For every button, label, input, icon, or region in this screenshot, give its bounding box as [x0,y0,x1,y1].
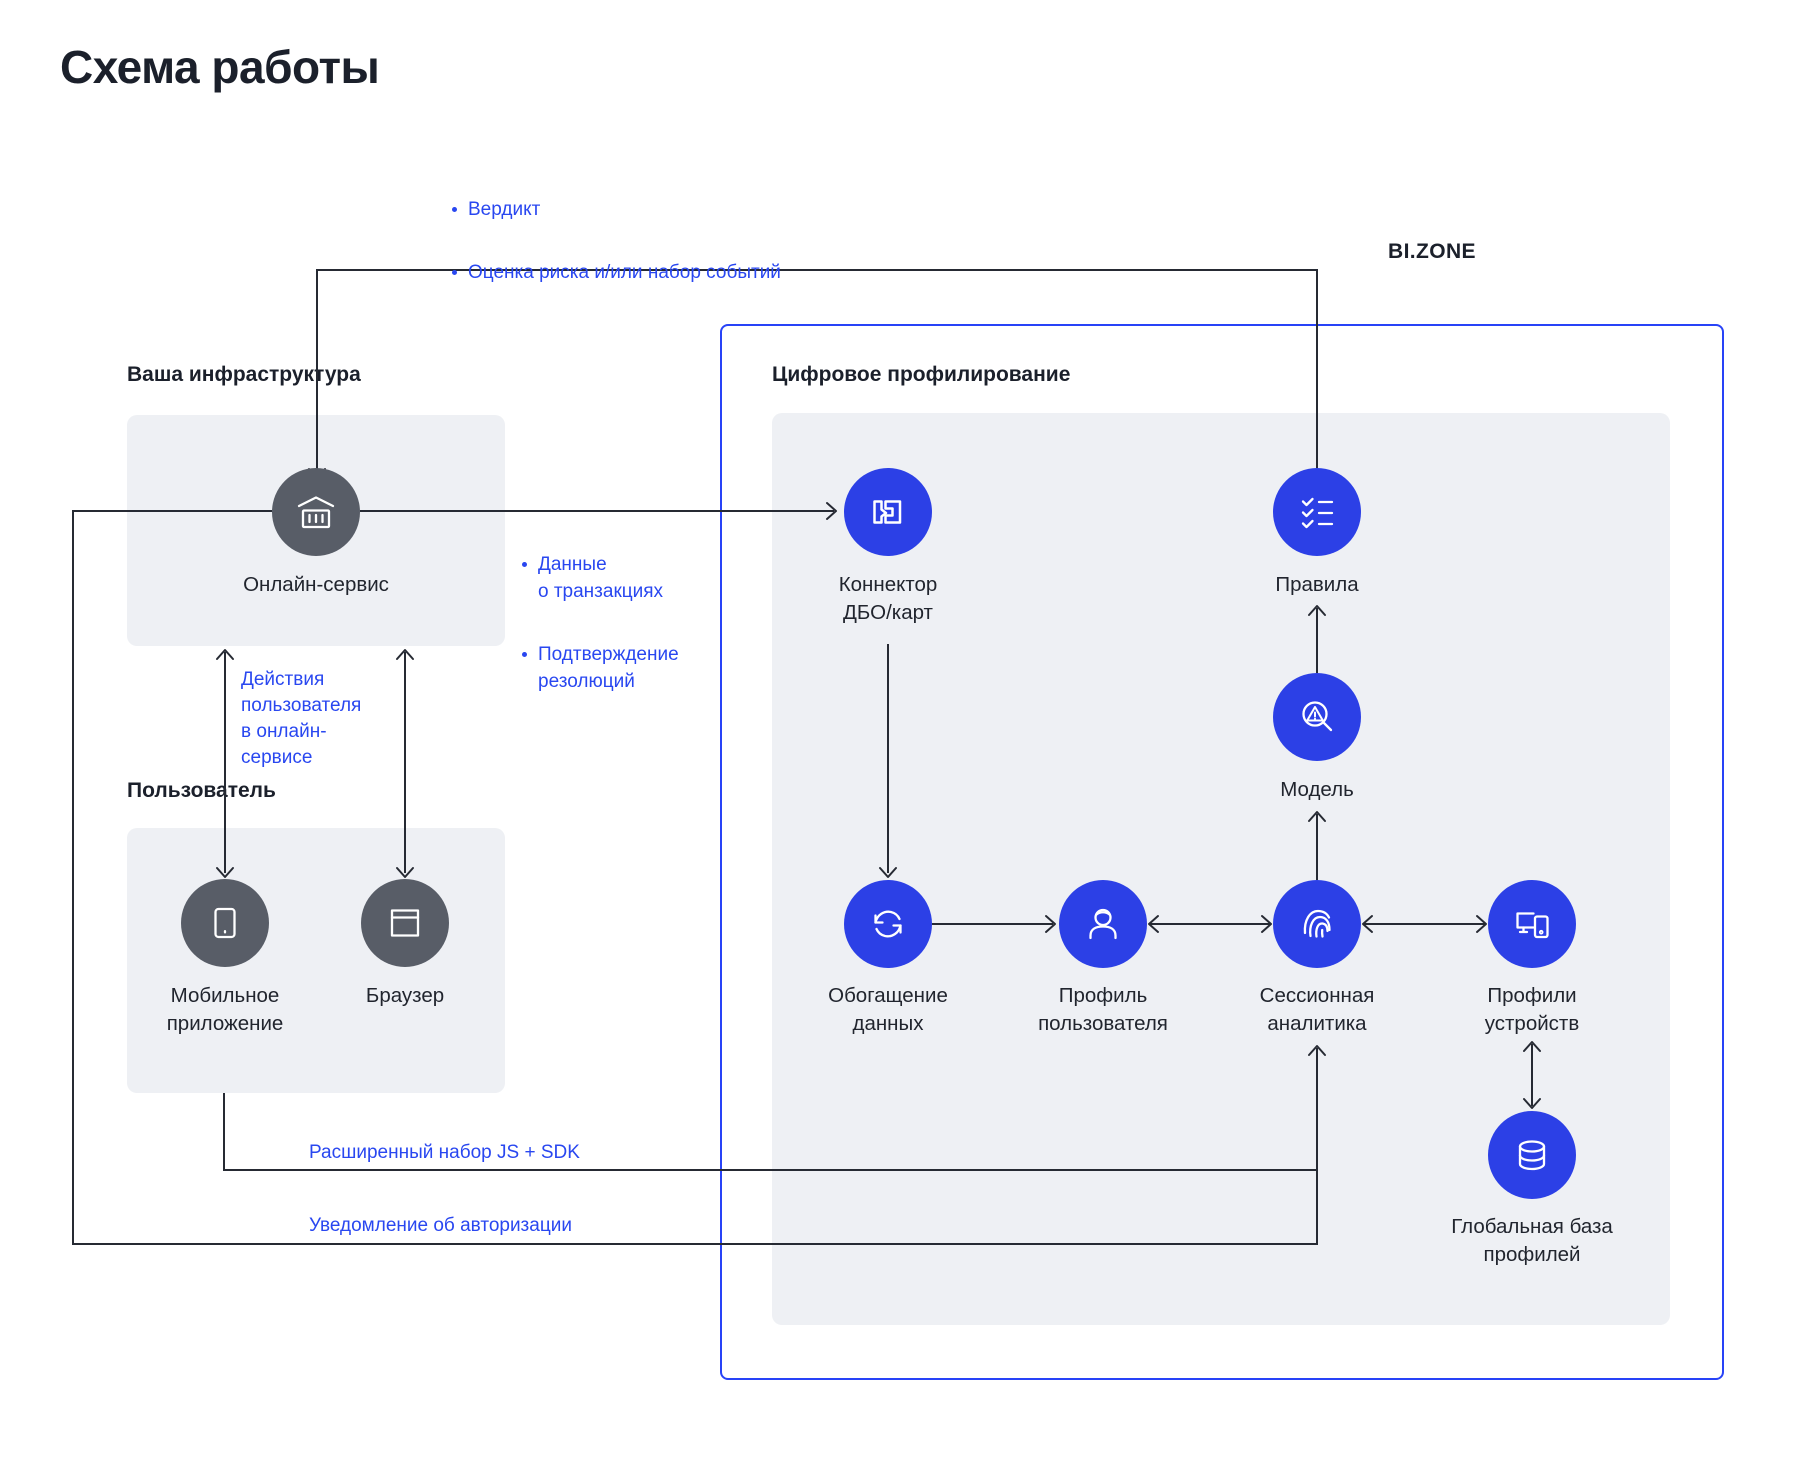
node-session-analytics [1273,880,1361,968]
devices-icon [1516,912,1549,939]
node-user-profile [1059,880,1147,968]
list-item: Подтверждение резолюций [522,641,679,695]
node-online-service-label: Онлайн-сервис [243,573,389,596]
node-rules [1273,468,1361,556]
profiling-border-box [720,324,1724,1380]
bullet-text: Оценка риска и/или набор событий [468,262,781,283]
bank-icon [297,496,335,529]
bullet-dot [452,270,457,275]
node-enrichment-label: Обогащение данных [828,984,948,1035]
user-panel [127,828,505,1093]
node-mobile-app-label: Мобильное приложение [166,984,284,1035]
node-connector-label: Коннектор ДБО/карт [838,573,938,624]
node-device-profiles [1488,880,1576,968]
infrastructure-heading: Ваша инфраструктура [127,363,361,386]
browser-icon [390,909,420,937]
fingerprint-icon [1303,909,1331,938]
smartphone-icon [214,907,236,939]
bullet-text: Вердикт [468,199,541,220]
connector-logo-icon [873,500,902,524]
node-model [1273,673,1361,761]
person-icon [1089,908,1117,940]
node-session-analytics-label: Сессионная аналитика [1259,984,1375,1035]
node-global-profile-db [1488,1111,1576,1199]
bullet-dot [522,652,527,657]
node-model-label: Модель [1280,778,1354,801]
node-enrichment [844,880,932,968]
sync-arrows-icon [874,910,902,938]
node-global-profile-db-label: Глобальная база профилей [1451,1215,1613,1266]
node-device-profiles-label: Профили устройств [1484,984,1580,1035]
list-item: Вердикт [452,196,781,223]
node-rules-label: Правила [1275,573,1359,596]
js-sdk-annotation: Расширенный набор JS + SDK [309,1142,580,1163]
list-item: Оценка риска и/или набор событий [452,259,781,286]
page-title: Схема работы [60,41,380,93]
node-mobile-app [181,879,269,967]
bullet-dot [522,562,527,567]
node-browser [361,879,449,967]
verdict-bullet-list: Вердикт Оценка риска и/или набор событий [452,169,781,322]
bullet-text: Подтверждение резолюций [538,644,679,692]
magnifier-warning-icon [1302,701,1333,732]
auth-notification-annotation: Уведомление об авторизации [309,1215,572,1236]
bullet-text: Данные о транзакциях [538,554,664,602]
user-actions-annotation: Действия пользователя в онлайн- сервисе [241,669,362,768]
user-heading: Пользователь [127,779,276,802]
database-icon [1518,1140,1546,1171]
node-connector [844,468,932,556]
profiling-heading: Цифровое профилирование [772,363,1071,386]
list-item: Данные о транзакциях [522,551,679,605]
checklist-icon [1301,497,1334,529]
node-browser-label: Браузер [365,984,445,1007]
transaction-bullet-list: Данные о транзакциях Подтверждение резол… [522,524,679,731]
node-user-profile-label: Профиль пользователя [1038,984,1168,1035]
bizone-logo: BI.ZONE [1388,240,1476,263]
node-online-service [272,468,360,556]
bullet-dot [452,207,457,212]
